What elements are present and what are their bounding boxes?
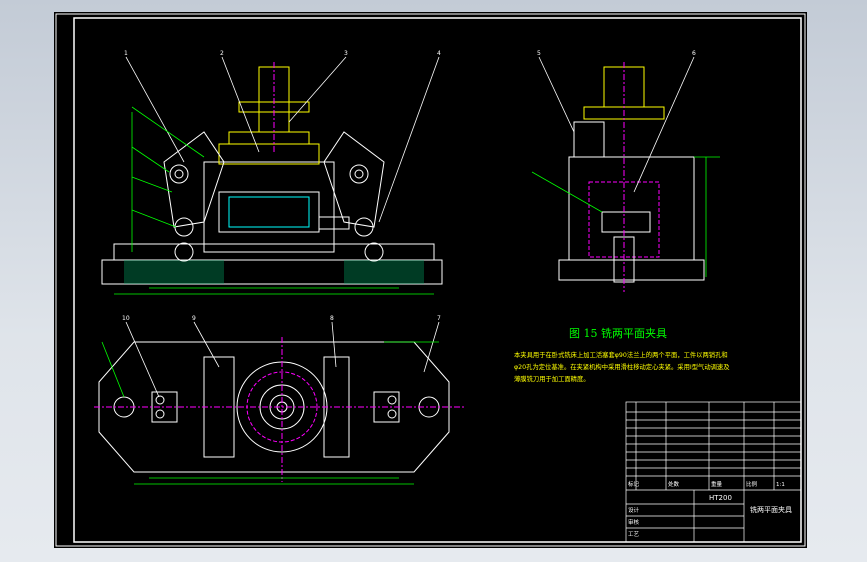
title-block-col-label: 重量 [711,480,723,488]
title-block-row-label: 处数 [668,480,680,488]
callout-1: 1 [124,50,128,57]
title-block-scale: 1:1 [776,482,785,488]
side-view [531,56,720,292]
title-block-row-label: 设计 [628,506,640,514]
title-block-drawing-name: 铣两平面夹具 [750,505,792,514]
drawing-canvas: 1 2 3 4 5 6 [55,13,806,547]
inner-frame [73,17,802,543]
title-block-col-label: 比例 [746,480,758,488]
front-view [101,56,443,295]
callout-8: 8 [330,315,334,322]
note-line-1: 本夹具用于在卧式铣床上加工活塞套φ90法兰上的两个平面，工件以两销孔和 [514,350,728,359]
front-view-callouts: 1 2 3 4 [124,50,441,57]
title-block-row-label: 工艺 [628,531,640,538]
callout-9: 9 [192,315,196,322]
callout-4: 4 [437,50,441,57]
plan-view-callouts: 10 9 8 7 [122,315,441,322]
title-block-row-label: 标记 [628,480,640,488]
title-block [625,401,802,543]
callout-5: 5 [537,50,541,57]
cad-drawing-sheet: 1 2 3 4 5 6 [54,12,807,548]
plan-view [94,321,464,485]
technical-notes: 本夹具用于在卧式铣床上加工活塞套φ90法兰上的两个平面，工件以两销孔和 φ20孔… [514,350,730,383]
title-block-text: 标记 处数 设计 审核 工艺 重量 比例 1:1 HT200 铣两平面夹具 [628,480,792,538]
callout-10: 10 [122,315,130,322]
callout-6: 6 [692,50,696,57]
figure-title: 图 15 铣两平面夹具 [569,326,667,340]
title-block-material: HT200 [709,494,732,502]
outer-frame [55,13,806,547]
note-line-3: 薄膜铣刀用于加工面精度。 [514,374,590,383]
note-line-2: φ20孔为定位基准。在夹紧机构中采用滑柱移动定心夹紧。采用Ⅰ型气动调速及 [514,362,730,371]
callout-7: 7 [437,315,441,322]
callout-2: 2 [220,50,224,57]
callout-3: 3 [344,50,348,57]
title-block-row-label: 审核 [628,518,640,526]
side-view-callouts: 5 6 [537,50,696,57]
